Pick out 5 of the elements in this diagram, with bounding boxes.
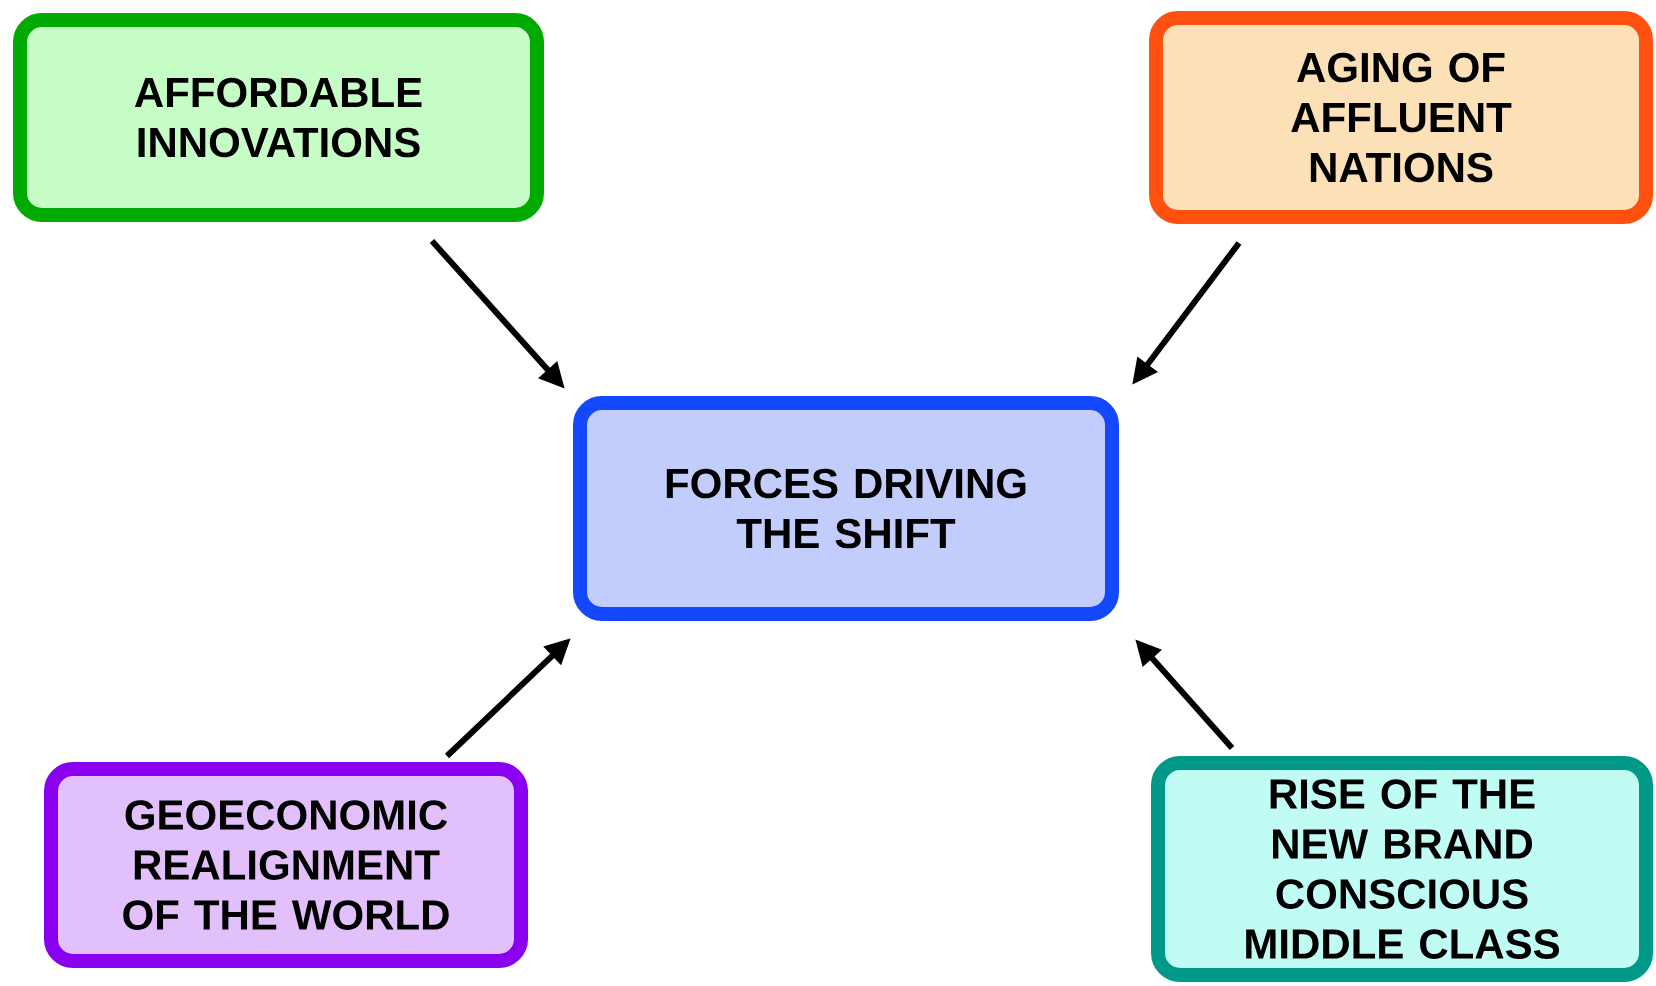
text-box: FORCES DRIVING THE SHIFT [573,396,1119,621]
text-box: AGING OF AFFLUENT NATIONS [1149,11,1653,224]
text-box: RISE OF THE NEW BRAND CONSCIOUS MIDDLE CLASS [1151,756,1653,982]
text-box: AFFORDABLE INNOVATIONS [13,13,544,222]
text-box: GEOECONOMIC REALIGNMENT OF THE WORLD [44,762,528,968]
